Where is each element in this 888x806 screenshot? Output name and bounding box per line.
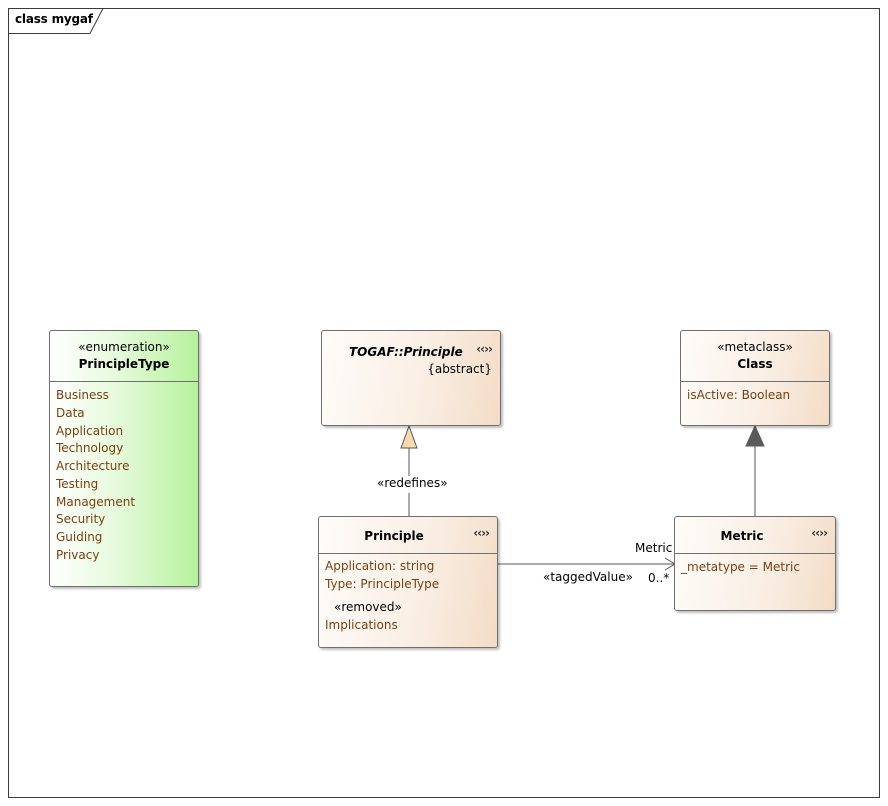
- association-role-name: Metric: [635, 541, 673, 555]
- metaclass-attribute: isActive: Boolean: [687, 388, 791, 402]
- enum-name: PrincipleType: [78, 357, 170, 371]
- diagram-frame: [8, 8, 880, 798]
- frame-title-tab: [8, 8, 104, 34]
- tagged-value-label: «taggedValue»: [543, 570, 633, 584]
- class-togaf-principle[interactable]: TOGAF::Principle ‹‹›› {abstract}: [321, 330, 501, 426]
- extension-arrowhead: [745, 424, 765, 447]
- principle-separator: [319, 553, 497, 554]
- metric-attribute: _metatype = Metric: [681, 560, 800, 574]
- metaclass-separator: [681, 381, 829, 382]
- stereotype-principle[interactable]: Principle ‹‹›› Application: string Type:…: [318, 516, 498, 648]
- togaf-principle-name: TOGAF::Principle: [349, 345, 463, 359]
- principle-name: Principle: [364, 529, 424, 543]
- enum-literal: Guiding: [56, 530, 103, 544]
- enum-separator: [50, 381, 198, 382]
- stereotype-icon: ‹‹››: [811, 526, 828, 540]
- enumeration-principle-type[interactable]: «enumeration» PrincipleType Business Dat…: [49, 330, 199, 587]
- frame-title: class mygaf: [15, 12, 93, 26]
- metric-separator: [675, 553, 835, 554]
- enum-literal: Testing: [56, 477, 99, 491]
- enum-literal: Privacy: [56, 548, 100, 562]
- association-multiplicity: 0..*: [648, 571, 670, 585]
- stereotype-icon: ‹‹››: [473, 526, 490, 540]
- generalization-arrowhead: [400, 424, 418, 449]
- enum-literal: Technology: [56, 441, 124, 455]
- metaclass-name: Class: [737, 357, 773, 371]
- enum-literal: Architecture: [56, 459, 130, 473]
- togaf-principle-constraint: {abstract}: [427, 362, 492, 376]
- enum-literal: Management: [56, 495, 136, 509]
- metaclass-stereotype: «metaclass»: [717, 340, 793, 354]
- enum-literal: Data: [56, 406, 85, 420]
- enum-literal: Security: [56, 512, 106, 526]
- enum-stereotype: «enumeration»: [78, 340, 170, 354]
- stereotype-metric[interactable]: Metric ‹‹›› _metatype = Metric: [674, 516, 836, 611]
- removed-item: Implications: [325, 618, 398, 632]
- metaclass-class[interactable]: «metaclass» Class isActive: Boolean: [680, 330, 830, 426]
- enum-literal: Application: [56, 424, 124, 438]
- redefines-label: «redefines»: [377, 476, 448, 490]
- stereotype-icon: ‹‹››: [476, 342, 493, 356]
- removed-stereotype: «removed»: [334, 600, 402, 614]
- metric-name: Metric: [720, 529, 764, 543]
- principle-attribute: Type: PrincipleType: [325, 577, 440, 591]
- enum-literal: Business: [56, 388, 109, 402]
- principle-attribute: Application: string: [325, 559, 435, 573]
